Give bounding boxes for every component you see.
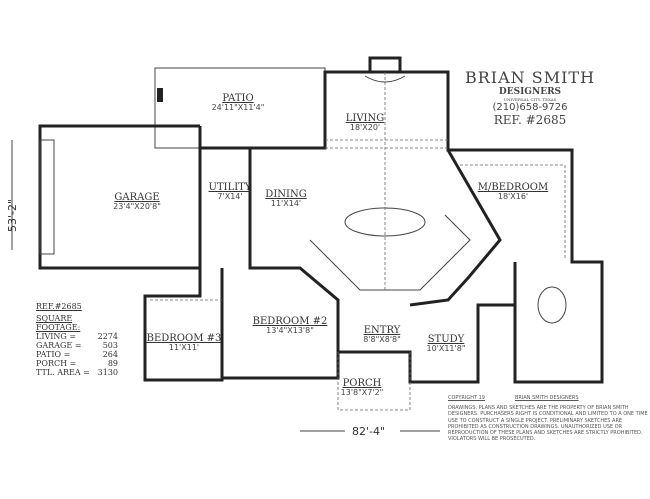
bedroom2-label: BEDROOM #2: [253, 316, 328, 327]
designer-logo: BRIAN SMITH DESIGNERS UNIVERSAL CITY, TE…: [455, 68, 605, 127]
plan-ref: REF. #2685: [493, 113, 567, 127]
depth-dimension: 53'-2": [6, 199, 19, 232]
study-label: STUDY: [428, 334, 465, 345]
patio-label: PATIO: [222, 93, 253, 104]
kitchen-counter: [309, 214, 471, 291]
sqft-label: TTL. AREA =: [36, 368, 90, 377]
utility-size: 7'X14': [217, 192, 242, 201]
garage-size: 23'4"X20'8": [113, 202, 161, 211]
sqft-row: PORCH = 89: [36, 359, 118, 368]
sqft-title: SQUARE FOOTAGE:: [36, 314, 81, 332]
sqft-label: LIVING =: [36, 332, 77, 341]
porch-size: 13'8"X7'2": [341, 388, 384, 397]
sqft-label: PATIO =: [36, 350, 71, 359]
entry-label: ENTRY: [364, 325, 401, 336]
dining-label: DINING: [265, 189, 306, 200]
master-wall: [409, 149, 502, 307]
copyright-owner: BRIAN SMITH DESIGNERS: [514, 395, 579, 401]
master-bedroom-size: 18'X16': [498, 192, 528, 201]
designer-city: UNIVERSAL CITY, TEXAS: [503, 97, 557, 102]
living-label: LIVING: [346, 113, 385, 124]
width-dimension: 82'-4": [352, 425, 385, 438]
tub: [537, 286, 567, 324]
sqft-ref: REF.#2685: [36, 302, 82, 311]
sqft-row: LIVING = 2274: [36, 332, 118, 341]
utility-label: UTILITY: [209, 182, 252, 193]
patio-size: 24'11"X11'4": [212, 103, 265, 112]
entry-size: 8'8"X8'8": [363, 335, 401, 344]
sqft-value: 3130: [97, 368, 118, 377]
sqft-row: PATIO = 264: [36, 350, 118, 359]
sqft-value: 264: [102, 350, 118, 359]
notes-text: DRAWINGS, PLANS AND SKETCHES ARE THE PRO…: [448, 405, 648, 443]
dining-bedroom-wall: [248, 148, 340, 352]
master-bedroom-label: M/BEDROOM: [478, 182, 548, 193]
study-size: 10'X11'8": [426, 344, 465, 353]
sqft-label: PORCH =: [36, 359, 77, 368]
sqft-value: 89: [107, 359, 118, 368]
designer-name: BRIAN SMITH: [464, 68, 596, 87]
sqft-row: TTL. AREA = 3130: [36, 368, 118, 377]
living-size: 18'X20': [350, 123, 380, 132]
garage-door: [39, 139, 55, 255]
bedroom3-size: 11'X11': [169, 343, 199, 352]
bedroom2-size: 13'4"X13'8": [266, 326, 314, 335]
fireplace: [368, 56, 402, 72]
copyright-label: COPYRIGHT 19: [448, 395, 485, 401]
house-walls: [143, 70, 604, 384]
sqft-label: GARAGE =: [36, 341, 82, 350]
copyright-notes: COPYRIGHT 19 BRIAN SMITH DESIGNERS DRAWI…: [448, 395, 648, 442]
dashed-lines: [150, 72, 566, 411]
sqft-value: 2274: [97, 332, 118, 341]
designer-subtitle: DESIGNERS: [498, 87, 562, 97]
sqft-value: 503: [102, 341, 118, 350]
ac-unit: [157, 88, 163, 102]
dining-size: 11'X14': [271, 199, 301, 208]
designer-phone: (210)658-9726: [492, 102, 568, 113]
porch-label: PORCH: [343, 378, 382, 389]
bedroom3-label: BEDROOM #3: [147, 333, 222, 344]
garage-label: GARAGE: [114, 192, 159, 203]
sqft-row: GARAGE = 503: [36, 341, 118, 350]
